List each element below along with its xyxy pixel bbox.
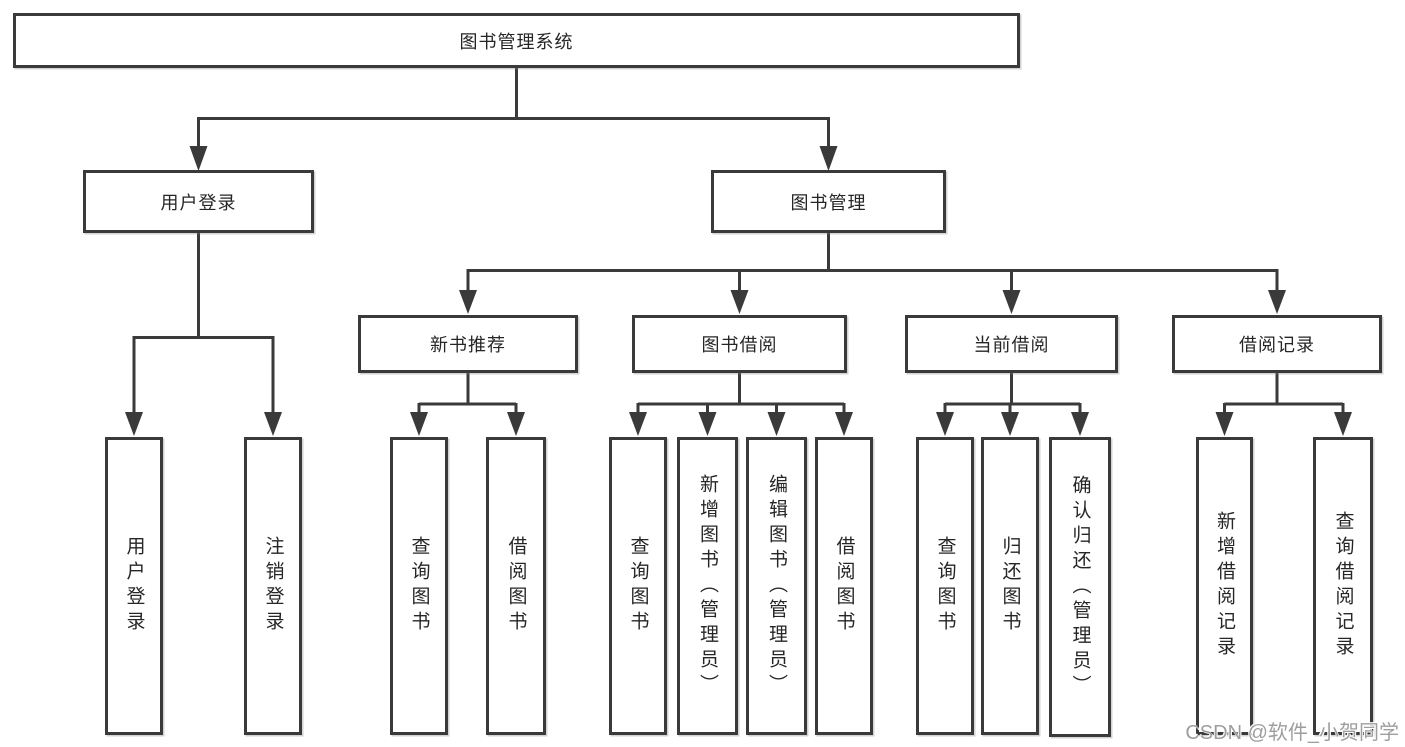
- node-book-management-label: 图书管理: [790, 192, 867, 213]
- leaf-newbook-borrow-books-label: 借阅图书: [505, 536, 527, 636]
- node-current-borrowing-label: 当前借阅: [973, 335, 1050, 355]
- leaf-user-login: 用户登录: [105, 437, 163, 735]
- node-user-login-label: 用户登录: [160, 192, 237, 213]
- node-book-management: 图书管理: [711, 170, 946, 233]
- leaf-newbook-query-books-label: 查询图书: [408, 536, 430, 636]
- node-borrowing-records: 借阅记录: [1172, 315, 1382, 373]
- leaf-current-query-books-label: 查询图书: [934, 536, 956, 636]
- leaf-borrow-add-books-admin-label: 新增图书（管理员）: [697, 473, 718, 699]
- node-root-system-label: 图书管理系统: [459, 31, 574, 52]
- leaf-borrow-edit-books-admin: 编辑图书（管理员）: [746, 437, 807, 735]
- leaf-user-login-label: 用户登录: [123, 536, 145, 636]
- node-book-borrowing: 图书借阅: [632, 315, 847, 373]
- leaf-records-add-record: 新增借阅记录: [1196, 437, 1253, 735]
- leaf-newbook-borrow-books: 借阅图书: [486, 437, 546, 735]
- leaf-current-return-books: 归还图书: [981, 437, 1039, 735]
- node-book-borrowing-label: 图书借阅: [701, 335, 778, 355]
- leaf-borrow-query-books: 查询图书: [609, 437, 667, 735]
- leaf-logout-label: 注销登录: [262, 536, 284, 636]
- leaf-records-add-record-label: 新增借阅记录: [1214, 511, 1235, 661]
- node-new-book-recommendation: 新书推荐: [358, 315, 578, 373]
- leaf-borrow-borrow-books: 借阅图书: [815, 437, 873, 735]
- leaf-records-query-record-label: 查询借阅记录: [1332, 511, 1354, 661]
- leaf-current-return-books-label: 归还图书: [999, 536, 1021, 636]
- leaf-borrow-edit-books-admin-label: 编辑图书（管理员）: [766, 473, 787, 699]
- node-root-system: 图书管理系统: [13, 13, 1020, 68]
- node-current-borrowing: 当前借阅: [905, 315, 1118, 373]
- leaf-logout: 注销登录: [244, 437, 302, 735]
- leaf-borrow-query-books-label: 查询图书: [627, 536, 649, 636]
- leaf-newbook-query-books: 查询图书: [390, 437, 448, 735]
- leaf-current-confirm-return-admin-label: 确认归还（管理员）: [1069, 474, 1091, 700]
- node-new-book-recommendation-label: 新书推荐: [430, 335, 506, 355]
- node-borrowing-records-label: 借阅记录: [1239, 335, 1315, 355]
- leaf-current-confirm-return-admin: 确认归还（管理员）: [1049, 437, 1111, 737]
- leaf-current-query-books: 查询图书: [916, 437, 974, 735]
- leaf-borrow-borrow-books-label: 借阅图书: [833, 536, 855, 636]
- csdn-watermark: CSDN @软件_小贺同学: [1185, 722, 1399, 744]
- node-user-login: 用户登录: [83, 170, 314, 233]
- leaf-records-query-record: 查询借阅记录: [1313, 437, 1373, 735]
- leaf-borrow-add-books-admin: 新增图书（管理员）: [677, 437, 738, 735]
